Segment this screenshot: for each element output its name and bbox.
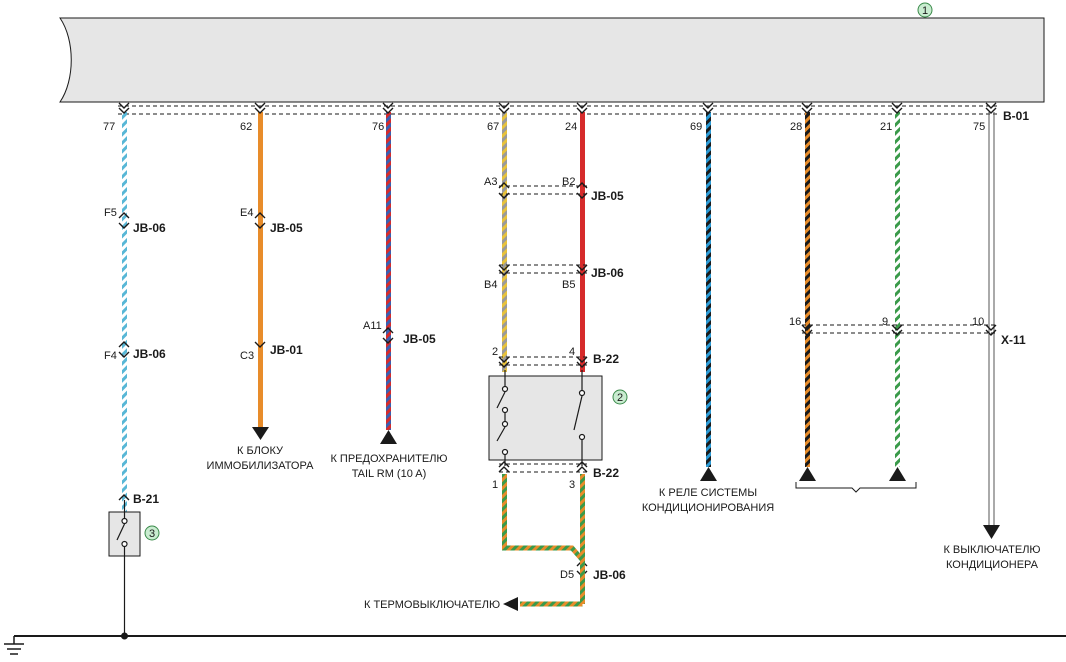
connector-b22-top: B-22 [593,352,619,366]
pin-67: 67 [487,121,499,133]
connector-jb05-a11: JB-05 [403,332,436,346]
pin-relay-2: 2 [492,346,498,358]
wire-relay-3 [580,474,585,604]
immo-arrow [252,427,269,440]
connector-jb06-f5: JB-06 [133,221,166,235]
destination-notes: К БЛОКУ ИММОБИЛИЗАТОРА К ПРЕДОХРАНИТЕЛЮ … [207,445,1041,571]
switch-number: 3 [149,528,155,540]
pin-76: 76 [372,121,384,133]
pin-28: 28 [790,121,802,133]
fuse-note-2: TAIL RM (10 A) [352,468,427,480]
pin-a3: A3 [484,176,497,188]
pin-d5: D5 [560,569,574,581]
ecu-module [59,17,1045,103]
connector-jb06-f4: JB-06 [133,347,166,361]
connector-x11: X-11 [1001,333,1026,347]
switch-number-badge: 3 [144,525,160,541]
wire-76 [386,112,391,430]
terminal-28 [799,467,816,481]
ac-relay-terminal [700,467,717,481]
connector-jb06-d5: JB-06 [593,568,626,582]
fuse-terminal [380,430,397,444]
ac-relay-note-1: К РЕЛЕ СИСТЕМЫ [659,487,757,499]
wire-62 [258,112,263,427]
pin-b5: B5 [562,279,575,291]
connector-labels: JB-06 JB-06 B-21 JB-05 JB-01 JB-05 JB-05… [133,189,1026,582]
wire-69 [706,112,711,467]
ground-icon [4,636,24,655]
pin-c3: C3 [240,350,254,362]
wire-67 [502,112,507,372]
pin-f4: F4 [104,350,117,362]
terminal-21 [889,467,906,481]
pin-labels: F5 F4 E4 C3 A11 A3 B2 B4 B5 2 4 1 3 D5 1… [104,176,984,581]
wire-24 [580,112,585,372]
relay-component [488,370,603,466]
pin-relay-1: 1 [492,479,498,491]
connector-b01-label: B-01 [1003,109,1029,123]
pin-relay-3: 3 [569,479,575,491]
wire-relay-1 [502,474,585,562]
connector-dashes [499,185,996,473]
pin-relay-4: 4 [569,346,575,358]
relay-number: 2 [617,392,623,404]
switch-component [108,500,141,636]
wire-75 [988,112,995,525]
connector-jb05-relay: JB-05 [591,189,624,203]
pin-21: 21 [880,121,892,133]
connector-jb06-relay: JB-06 [591,266,624,280]
ground-junction [121,632,128,640]
pin-a11: A11 [363,320,382,332]
pin-75: 75 [973,121,985,133]
pin-e4: E4 [240,207,253,219]
pin-62: 62 [240,121,252,133]
wire-28 [805,112,810,467]
ac-switch-note-2: КОНДИЦИОНЕРА [946,559,1039,571]
connector-b01-outline [118,105,1000,115]
pin-24: 24 [565,121,577,133]
wire-77 [122,112,127,512]
group-bracket [795,482,917,493]
pin-x11-16: 16 [789,316,801,328]
thermo-switch-note: К ТЕРМОВЫКЛЮЧАТЕЛЮ [364,599,500,611]
pin-x11-10: 10 [972,316,984,328]
pin-77: 77 [103,121,115,133]
fuse-note-1: К ПРЕДОХРАНИТЕЛЮ [330,453,447,465]
ac-switch-arrow [983,525,1000,539]
connector-symbols [118,102,997,577]
ac-switch-note-1: К ВЫКЛЮЧАТЕЛЮ [943,544,1040,556]
wire-21 [895,112,900,467]
pin-b2: B2 [562,176,575,188]
ac-relay-note-2: КОНДИЦИОНИРОВАНИЯ [642,502,774,514]
thermo-arrow [503,597,518,611]
ecu-number: 1 [922,5,928,17]
pin-f5: F5 [104,207,117,219]
connector-b22-bottom: B-22 [593,466,619,480]
relay-number-badge: 2 [612,389,628,405]
connector-jb01: JB-01 [270,343,303,357]
top-pin-labels: 77 62 76 67 24 69 28 21 75 [103,121,985,133]
immo-note-1: К БЛОКУ [237,445,284,457]
connector-b21: B-21 [133,492,159,506]
pin-b4: B4 [484,279,497,291]
pin-69: 69 [690,121,702,133]
ecu-number-badge: 1 [917,2,933,18]
connector-jb05-e4: JB-05 [270,221,303,235]
pin-x11-9: 9 [882,316,888,328]
immo-note-2: ИММОБИЛИЗАТОРА [207,460,315,472]
